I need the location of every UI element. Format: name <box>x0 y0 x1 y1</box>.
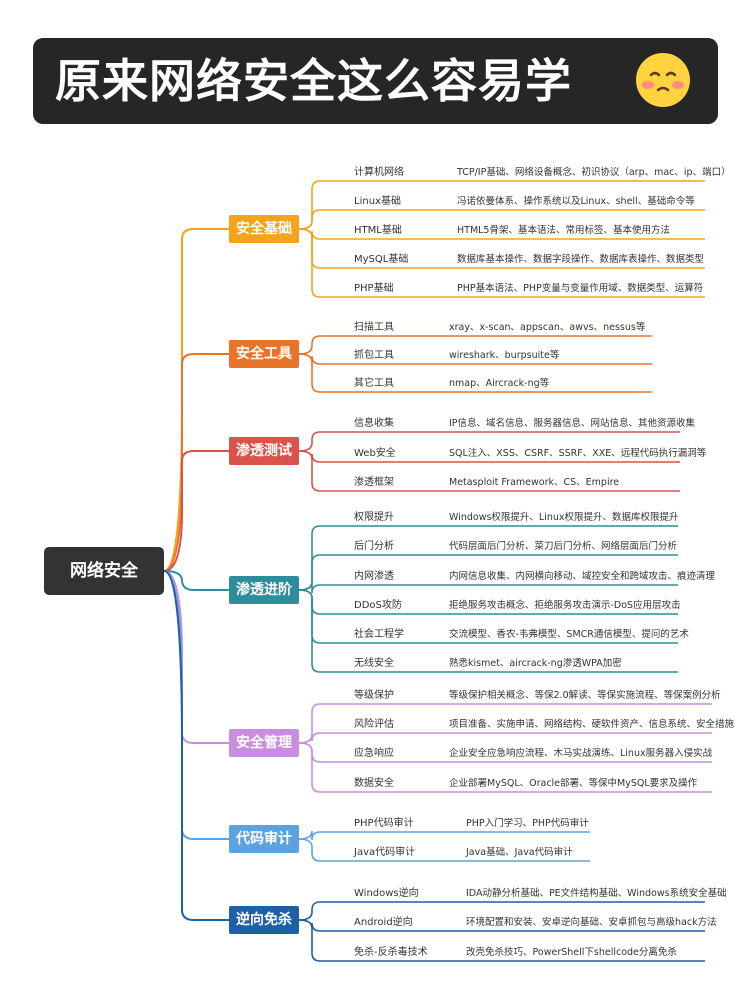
title-banner: 原来网络安全这么容易学 <box>33 38 718 124</box>
branch-line <box>298 228 705 298</box>
topic-label: Web安全 <box>354 448 396 459</box>
topic-label: 免杀-反杀毒技术 <box>354 947 428 958</box>
topic-label: 权限提升 <box>354 512 394 523</box>
topic-detail: 内网信息收集、内网横向移动、域控安全和跨域攻击、痕迹清理 <box>449 571 716 582</box>
root-node: 网络安全 <box>44 547 164 595</box>
category-node: 安全基础 <box>229 215 299 243</box>
branch-line <box>298 589 678 673</box>
topic-label: Windows逆向 <box>354 888 419 899</box>
topic-detail: wireshark、burpsuite等 <box>449 350 560 361</box>
topic-label: 内网渗透 <box>354 571 394 582</box>
topic-detail: 改壳免杀技巧、PowerShell下shellcode分离免杀 <box>466 947 677 958</box>
root-connector <box>163 353 229 572</box>
topic-label: 信息收集 <box>354 418 394 429</box>
branch-line <box>298 581 678 594</box>
branch-line <box>298 919 705 962</box>
root-connector <box>163 570 229 591</box>
page-title: 原来网络安全这么容易学 <box>55 54 572 108</box>
topic-detail: Metasploit Framework、CS、Empire <box>449 477 620 488</box>
topic-label: 风险评估 <box>354 719 394 730</box>
topic-detail: PHP基本语法、PHP变量与变量作用域、数据类型、运算符 <box>457 283 704 294</box>
topic-label: DDoS攻防 <box>354 600 402 611</box>
topic-detail: 项目准备、实施申请、网络结构、硬软件资产、信息系统、安全措施 <box>449 719 735 730</box>
topic-label: 数据安全 <box>354 778 394 789</box>
topic-detail: 企业安全应急响应流程、木马实战演练、Linux服务器入侵实战 <box>449 748 713 759</box>
topic-label: 无线安全 <box>354 658 394 669</box>
root-connector <box>163 570 229 744</box>
topic-detail: PHP入门学习、PHP代码审计 <box>466 818 589 829</box>
topic-label: PHP代码审计 <box>354 818 414 829</box>
topic-label: HTML基础 <box>354 225 402 236</box>
topic-detail: 拒绝服务攻击概念、拒绝服务攻击演示-DoS应用层攻击 <box>449 600 681 611</box>
branch-line <box>298 901 705 921</box>
topic-detail: 交流模型、香农-韦弗模型、SMCR通信模型、提问的艺术 <box>449 629 689 640</box>
topic-label: PHP基础 <box>354 283 394 294</box>
category-node: 渗透进阶 <box>229 576 299 604</box>
topic-detail: HTML5骨架、基本语法、常用标签、基本使用方法 <box>457 225 670 236</box>
branch-line <box>298 450 680 492</box>
topic-detail: 熟悉kismet、aircrack-ng渗透WPA加密 <box>449 658 622 669</box>
topic-label: 扫描工具 <box>354 322 394 333</box>
root-connector <box>163 570 229 840</box>
topic-detail: 环境配置和安装、安卓逆向基础、安卓抓包与高级hack方法 <box>466 917 717 928</box>
root-connector <box>163 228 229 572</box>
topic-detail: TCP/IP基础、网络设备概念、初识协议（arp、mac、ip、端口） <box>457 167 731 178</box>
category-node: 渗透测试 <box>229 437 299 465</box>
topic-detail: 数据库基本操作、数据字段操作、数据库表操作、数据类型 <box>457 254 705 265</box>
topic-label: Linux基础 <box>354 196 401 207</box>
branch-line <box>298 732 712 744</box>
branch-line <box>298 335 652 355</box>
root-connector <box>163 450 229 572</box>
topic-label: 抓包工具 <box>354 350 394 361</box>
branch-line <box>298 838 590 862</box>
branch-line <box>298 431 680 452</box>
topic-detail: 等级保护相关概念、等保2.0解读、等保实施流程、等保案例分析 <box>449 690 721 701</box>
root-connector <box>163 570 229 921</box>
topic-detail: 代码层面后门分析、菜刀后门分析、网络层面后门分析 <box>449 541 678 552</box>
blushing-face-icon <box>636 53 690 107</box>
category-node: 逆向免杀 <box>229 906 299 934</box>
topic-label: Android逆向 <box>354 917 413 928</box>
branch-line <box>298 742 712 793</box>
topic-detail: SQL注入、XSS、CSRF、SSRF、XXE、远程代码执行漏洞等 <box>449 448 707 459</box>
topic-label: 社会工程学 <box>354 629 404 640</box>
topic-detail: IDA动静分析基础、PE文件结构基础、Windows系统安全基础 <box>466 888 727 899</box>
topic-detail: xray、x-scan、appscan、awvs、nessus等 <box>449 322 646 333</box>
topic-label: 渗透框架 <box>354 477 394 488</box>
branch-line <box>298 830 590 841</box>
topic-label: Java代码审计 <box>354 847 416 858</box>
topic-detail: nmap、Aircrack-ng等 <box>449 378 550 389</box>
topic-label: 计算机网络 <box>354 167 404 178</box>
topic-detail: IP信息、域名信息、服务器信息、网站信息、其他资源收集 <box>449 418 696 429</box>
topic-detail: 冯诺依曼体系、操作系统以及Linux、shell、基础命令等 <box>457 196 695 207</box>
category-node: 安全工具 <box>229 340 299 368</box>
topic-detail: Java基础、Java代码审计 <box>466 847 573 858</box>
topic-label: 后门分析 <box>354 541 394 552</box>
topic-label: 等级保护 <box>354 690 394 701</box>
branch-line <box>298 209 705 230</box>
topic-detail: 企业部署MySQL、Oracle部署、等保中MySQL要求及操作 <box>449 778 698 789</box>
category-node: 安全管理 <box>229 729 299 757</box>
topic-label: 其它工具 <box>354 378 394 389</box>
branch-line <box>298 353 652 393</box>
topic-label: MySQL基础 <box>354 254 409 265</box>
topic-detail: Windows权限提升、Linux权限提升、数据库权限提升 <box>449 512 679 523</box>
category-node: 代码审计 <box>229 825 299 853</box>
topic-label: 应急响应 <box>354 748 394 759</box>
